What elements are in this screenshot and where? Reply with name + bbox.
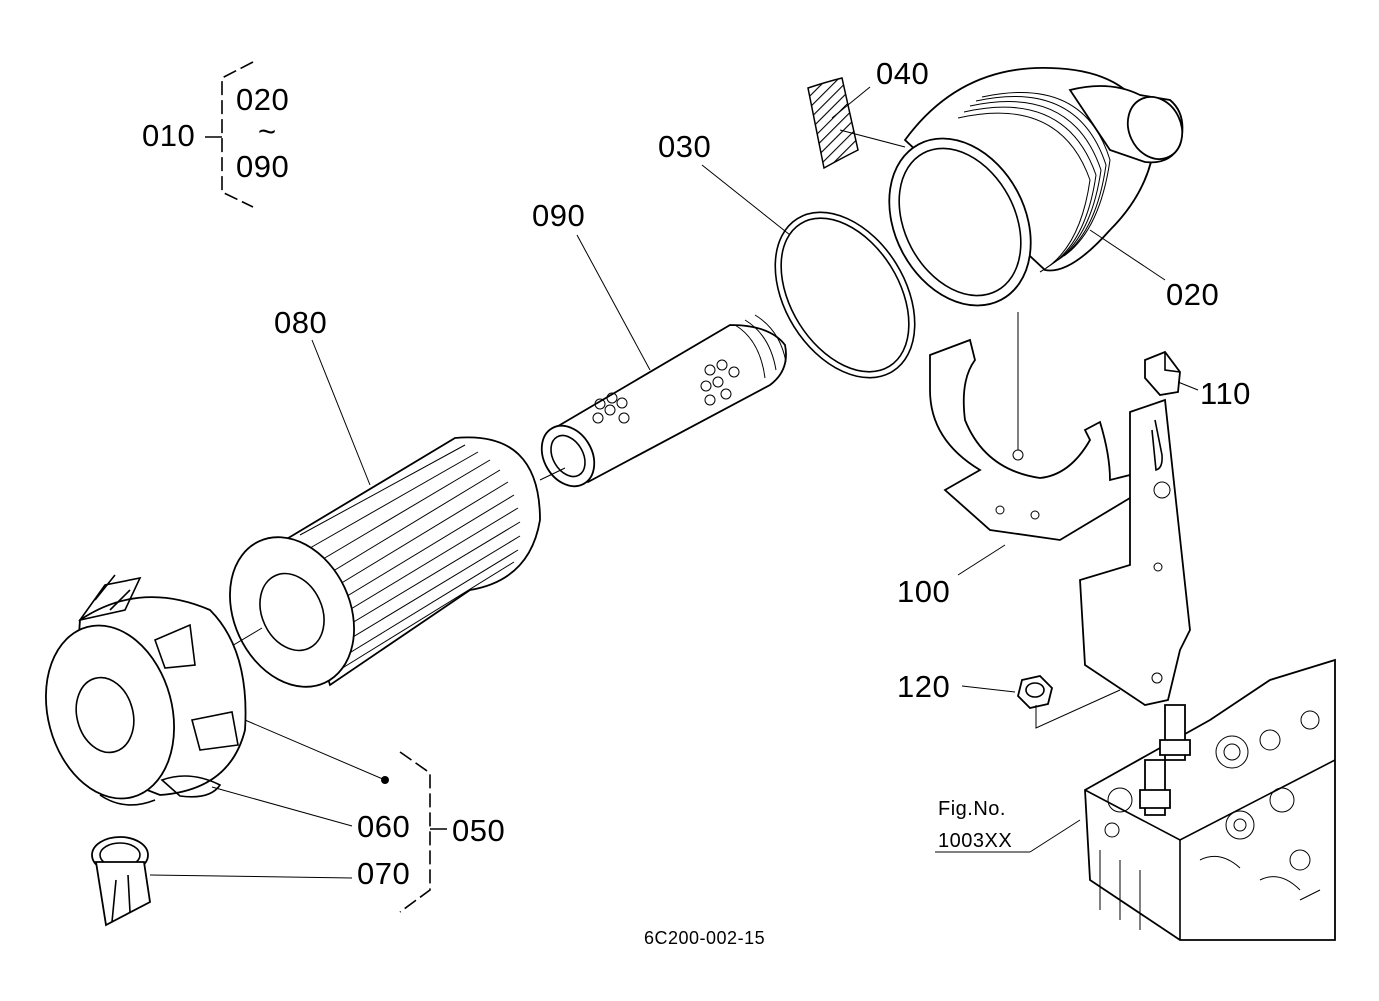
part-110-clip <box>1144 350 1199 396</box>
part-090-inner-element <box>539 234 787 488</box>
part-120-nut <box>961 675 1121 729</box>
assembly-range-from: 020 <box>236 82 290 117</box>
drawing-id: 6C200-002-15 <box>644 928 766 948</box>
callout-110: 110 <box>1200 376 1251 411</box>
sub-assembly-label-050: 050 <box>452 813 506 848</box>
figure-ref-line1: Fig.No. <box>938 798 1006 820</box>
figure-ref-line2: 1003XX <box>938 830 1013 852</box>
part-060-cover <box>45 574 386 827</box>
callout-020: 020 <box>1166 277 1220 312</box>
callout-100: 100 <box>897 574 951 609</box>
assembly-range-to: 090 <box>236 149 290 184</box>
callout-070: 070 <box>357 856 411 891</box>
assembly-bracket-010 <box>205 61 254 208</box>
engine-block-reference <box>1029 658 1336 941</box>
callout-090: 090 <box>532 198 586 233</box>
part-020-air-cleaner-body <box>888 67 1184 307</box>
part-070-valve <box>91 836 353 927</box>
callout-120: 120 <box>897 669 951 704</box>
callout-080: 080 <box>274 305 328 340</box>
part-100-bracket <box>929 312 1191 706</box>
callout-030: 030 <box>658 129 712 164</box>
callout-060: 060 <box>357 809 411 844</box>
assembly-label-010: 010 <box>142 118 196 153</box>
part-080-main-element <box>199 339 541 688</box>
callout-040: 040 <box>876 56 930 91</box>
assembly-range-separator: ~ <box>258 114 277 149</box>
part-030-o-ring <box>701 164 916 379</box>
part-040-decal <box>807 77 906 170</box>
